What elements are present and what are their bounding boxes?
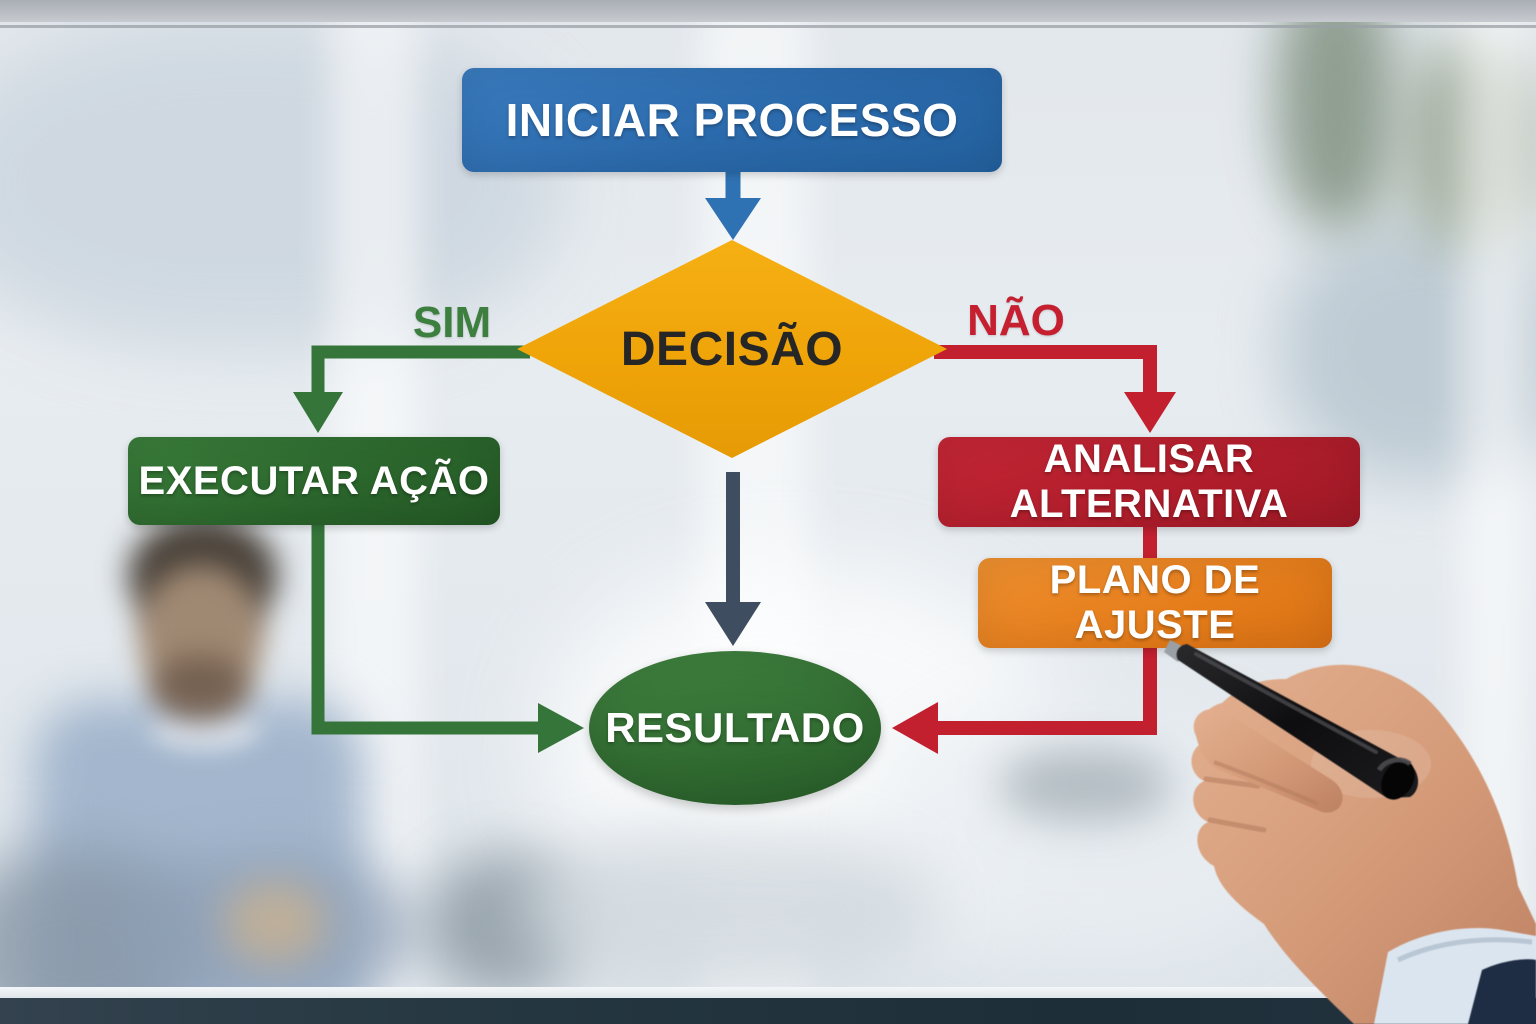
branch-label-nao: NÃO: [967, 296, 1065, 345]
branch-label-sim: SIM: [412, 298, 492, 347]
glass-panel-top-line: [0, 25, 1536, 28]
node-label: ANALISAR ALTERNATIVA: [1009, 437, 1289, 526]
thumb: [1193, 708, 1343, 813]
node-label: INICIAR PROCESSO: [505, 94, 959, 146]
background-blur-desk: [520, 830, 940, 990]
node-resultado: RESULTADO: [589, 651, 881, 805]
suit-sleeve: [1468, 959, 1536, 1024]
node-iniciar-processo: INICIAR PROCESSO: [462, 68, 1002, 172]
node-label: PLANO DE AJUSTE: [1049, 558, 1261, 647]
arrowhead-down-icon: [1124, 392, 1176, 433]
blurred-person-beard: [150, 655, 250, 721]
background-blur-plant: [1276, 0, 1396, 230]
glass-panel-bottom-line: [0, 987, 1536, 998]
desk-edge-band: [0, 998, 1536, 1024]
background-blur-object: [225, 882, 325, 962]
cuff-fold-line: [1396, 937, 1533, 963]
node-executar-acao: EXECUTAR AÇÃO: [128, 437, 500, 525]
background-blur-object: [1000, 750, 1170, 820]
node-analisar-alternativa: ANALISAR ALTERNATIVA: [938, 437, 1360, 527]
node-label: DECISÃO: [620, 322, 844, 376]
glass-panel-top-edge: [0, 0, 1536, 22]
node-decisao: DECISÃO: [517, 240, 947, 458]
edge-decision-to-analyze: [934, 345, 1176, 433]
pen: [1164, 640, 1419, 800]
node-label: EXECUTAR AÇÃO: [138, 458, 490, 503]
node-label: RESULTADO: [605, 704, 865, 751]
node-plano-de-ajuste: PLANO DE AJUSTE: [978, 558, 1332, 648]
hand-holding-pen-photo: [1164, 640, 1536, 1024]
